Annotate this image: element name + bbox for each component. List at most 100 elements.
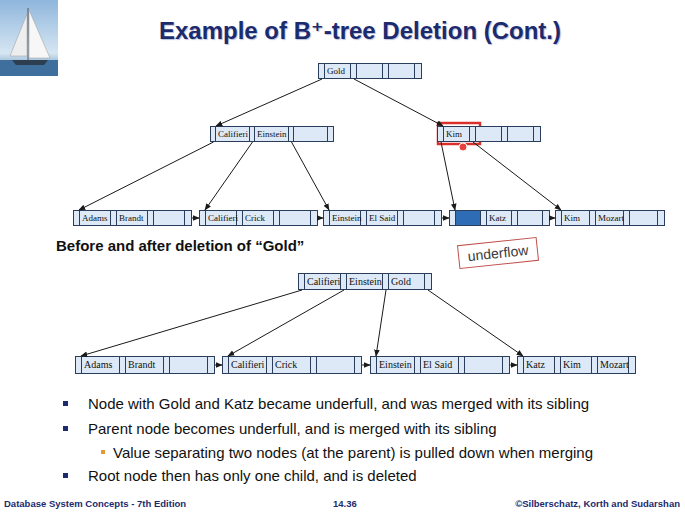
search-key: Brandt	[117, 211, 147, 225]
search-key: Kim	[561, 357, 591, 373]
leaf-link-arrow	[192, 218, 199, 219]
key-cell: Einstein	[347, 274, 383, 289]
key-cell	[280, 211, 311, 225]
search-key: Crick	[273, 357, 310, 373]
key-cell	[476, 127, 502, 141]
tree-node: Califieri Einstein	[210, 126, 334, 142]
key-cell	[170, 357, 208, 373]
tree-node: Califieri Crick	[222, 356, 362, 374]
search-key: Kim	[444, 127, 469, 141]
tree-node: Adams Brandt	[75, 356, 215, 374]
pointer-cell	[208, 357, 214, 373]
cursor-dot	[459, 143, 467, 151]
pointer-cell	[425, 274, 431, 289]
footer-text: ©Silberschatz, Korth and Sudarshan	[480, 498, 680, 509]
footer-text: Database System Concepts - 7th Edition	[4, 498, 264, 509]
pointer-cell	[415, 64, 421, 78]
bullet-text: Parent node becomes underfull, and is me…	[88, 420, 678, 437]
key-cell: Califieri	[305, 274, 341, 289]
key-cell: Gold	[325, 64, 351, 78]
child-pointer-arrow	[473, 142, 561, 210]
key-cell: Einstein	[377, 357, 415, 373]
pointer-cell	[658, 211, 664, 225]
child-pointer-arrow	[428, 290, 523, 356]
search-key: Califieri	[229, 357, 266, 373]
leaf-link-arrow	[215, 365, 222, 366]
key-cell: Einstein	[255, 127, 289, 141]
bullet-text: Root node then has only one child, and i…	[88, 467, 678, 484]
callout-text: underflow	[458, 238, 538, 268]
search-key: Adams	[82, 357, 119, 373]
bullet-square	[63, 426, 68, 431]
leaf-link-arrow	[442, 218, 449, 219]
sub-bullet	[101, 450, 105, 454]
pointer-cell	[311, 211, 317, 225]
sky	[0, 0, 58, 76]
search-key: El Said	[421, 357, 458, 373]
pointer-cell	[629, 357, 635, 373]
bullet-square	[63, 473, 68, 478]
key-cell: Katz	[487, 211, 512, 225]
key-cell: Kim	[561, 357, 592, 373]
leaf-link-arrow	[510, 365, 517, 366]
child-pointer-arrow	[376, 290, 386, 356]
child-pointer-arrow	[205, 142, 253, 210]
key-cell	[389, 64, 415, 78]
pointer-cell	[435, 211, 441, 225]
pointer-cell	[534, 127, 540, 141]
search-key: Califieri	[206, 211, 236, 225]
key-cell: Katz	[524, 357, 555, 373]
mast	[28, 8, 29, 62]
key-cell: Kim	[562, 211, 590, 225]
tree-node: Gold	[318, 63, 422, 79]
key-cell	[294, 127, 328, 141]
search-key: Gold	[389, 274, 424, 289]
child-pointer-arrow	[228, 290, 344, 356]
search-key: Crick	[243, 211, 273, 225]
hull	[12, 60, 48, 65]
search-key: Mozart	[598, 357, 628, 373]
pointer-cell	[503, 357, 509, 373]
pointer-cell	[355, 357, 361, 373]
search-key: Katz	[524, 357, 554, 373]
tree-node: KimMozart	[555, 210, 665, 226]
search-key: Einstein	[347, 274, 382, 289]
slide-title: Example of B⁺-tree Deletion (Cont.)	[60, 17, 660, 45]
tree-node: Einstein El Said	[370, 356, 510, 374]
jib-sail	[10, 14, 27, 56]
tree-node: Katz Kim Mozart	[517, 356, 636, 374]
search-key: Katz	[487, 211, 511, 225]
search-key: Adams	[80, 211, 110, 225]
footer-text: 14.36	[333, 498, 373, 509]
key-cell: El Said	[421, 357, 459, 373]
search-key: Califieri	[305, 274, 340, 289]
key-cell	[357, 64, 383, 78]
child-pointer-arrow	[354, 79, 443, 126]
key-cell: Califieri	[229, 357, 267, 373]
search-key: Einstein	[377, 357, 414, 373]
search-key: Einstein	[330, 211, 360, 225]
child-pointer-arrow	[216, 79, 322, 126]
key-cell: El Said	[367, 211, 398, 225]
main-sail	[29, 10, 50, 58]
key-cell: Califieri	[216, 127, 250, 141]
search-key: Gold	[325, 64, 350, 78]
key-cell: Einstein	[330, 211, 361, 225]
key-cell: Adams	[82, 357, 120, 373]
pointer-cell	[185, 211, 191, 225]
search-key: Kim	[562, 211, 589, 225]
tree-node: Katz	[449, 210, 550, 226]
key-cell: Mozart	[598, 357, 629, 373]
leaf-link-arrow	[362, 365, 370, 366]
tree-node: Kim	[437, 126, 541, 142]
child-pointer-arrow	[81, 290, 302, 356]
search-key: Brandt	[126, 357, 163, 373]
search-key: Einstein	[255, 127, 288, 141]
key-cell: Crick	[273, 357, 311, 373]
key-cell	[630, 211, 658, 225]
sea	[0, 60, 58, 76]
key-cell: Brandt	[126, 357, 164, 373]
bullet-text: Value separating two nodes (at the paren…	[113, 444, 678, 461]
key-cell	[508, 127, 534, 141]
